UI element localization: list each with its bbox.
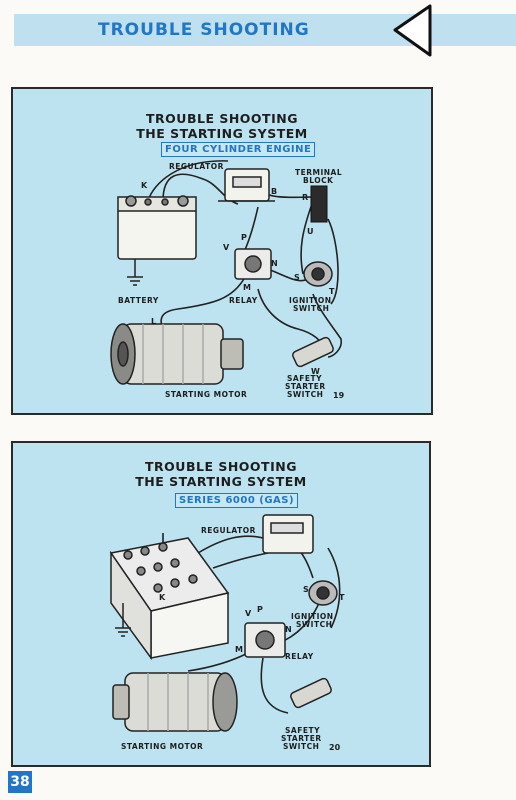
safety-starter-switch-illustration: [290, 677, 332, 709]
label-ignition-switch-2: SWITCH: [293, 304, 330, 313]
regulator-illustration: [218, 168, 275, 202]
label-safety-1: SAFETY: [285, 726, 320, 735]
back-triangle-icon: [393, 4, 432, 57]
letter-s: S: [303, 585, 309, 594]
letter-n: N: [271, 259, 278, 268]
ignition-switch-illustration: [308, 580, 338, 606]
relay-illustration: [244, 622, 286, 658]
battery-illustration: [117, 195, 197, 260]
label-safety-3: SWITCH: [283, 742, 320, 751]
letter-k: K: [141, 181, 148, 190]
page-header-title: TROUBLE SHOOTING: [98, 20, 310, 40]
label-terminal-block-2: BLOCK: [303, 176, 334, 185]
letter-v: V: [223, 243, 230, 252]
label-ignition-switch-1: IGNITION: [289, 296, 332, 305]
letter-w: W: [311, 367, 320, 376]
diagram-title-line1: TROUBLE SHOOTING: [146, 111, 298, 126]
label-terminal-block-1: TERMINAL: [295, 168, 343, 177]
ignition-switch-illustration: [303, 261, 333, 287]
label-ignition-switch-1: IGNITION: [291, 612, 334, 621]
label-safety-1: SAFETY: [287, 374, 322, 383]
starting-motor-illustration: [112, 672, 238, 732]
label-regulator: REGULATOR: [169, 162, 224, 171]
header-band: [14, 14, 516, 46]
letter-p: P: [241, 233, 247, 242]
letter-t: T: [339, 593, 345, 602]
diagram-panel-four-cylinder: TROUBLE SHOOTING THE STARTING SYSTEM FOU…: [11, 87, 433, 415]
letter-m: M: [235, 645, 243, 654]
letter-k: K: [159, 593, 166, 602]
letter-s: S: [294, 273, 300, 282]
label-relay: RELAY: [285, 652, 314, 661]
diagram-title-line2: THE STARTING SYSTEM: [135, 474, 307, 489]
letter-v: V: [245, 609, 252, 618]
letter-m: M: [243, 283, 251, 292]
label-battery: BATTERY: [118, 296, 159, 305]
letter-p: P: [257, 605, 263, 614]
label-ignition-switch-2: SWITCH: [296, 620, 333, 629]
letter-u: U: [307, 227, 314, 236]
letter-l: L: [151, 317, 157, 326]
wiring-diagram-series-6000: [109, 514, 341, 732]
label-relay: RELAY: [229, 296, 258, 305]
letter-b: B: [271, 187, 278, 196]
safety-starter-switch-illustration: [292, 336, 334, 368]
figure-number: 19: [333, 391, 345, 400]
wiring-diagram-four-cylinder: [110, 160, 343, 385]
letter-n: N: [285, 625, 292, 634]
diagram-panel-series-6000: TROUBLE SHOOTING THE STARTING SYSTEM SER…: [11, 441, 431, 767]
diagram-subtitle: SERIES 6000 (GAS): [175, 493, 299, 508]
label-safety-2: STARTER: [285, 382, 326, 391]
figure-number: 20: [329, 743, 341, 752]
terminal-block-illustration: [310, 185, 328, 223]
diagram-subtitle: FOUR CYLINDER ENGINE: [161, 142, 316, 157]
starting-motor-illustration: [110, 323, 244, 385]
label-regulator: REGULATOR: [201, 526, 256, 535]
diagram-title-line2: THE STARTING SYSTEM: [136, 126, 308, 141]
diagram-title-line1: TROUBLE SHOOTING: [145, 459, 297, 474]
label-safety-2: STARTER: [281, 734, 322, 743]
battery-illustration: [109, 537, 230, 661]
relay-illustration: [234, 248, 272, 280]
label-starting-motor: STARTING MOTOR: [121, 742, 204, 751]
regulator-illustration: [262, 514, 314, 554]
letter-t: T: [329, 287, 335, 296]
page-number-badge: 38: [8, 771, 32, 793]
letter-r: R: [302, 193, 309, 202]
label-safety-3: SWITCH: [287, 390, 324, 399]
label-starting-motor: STARTING MOTOR: [165, 390, 248, 399]
